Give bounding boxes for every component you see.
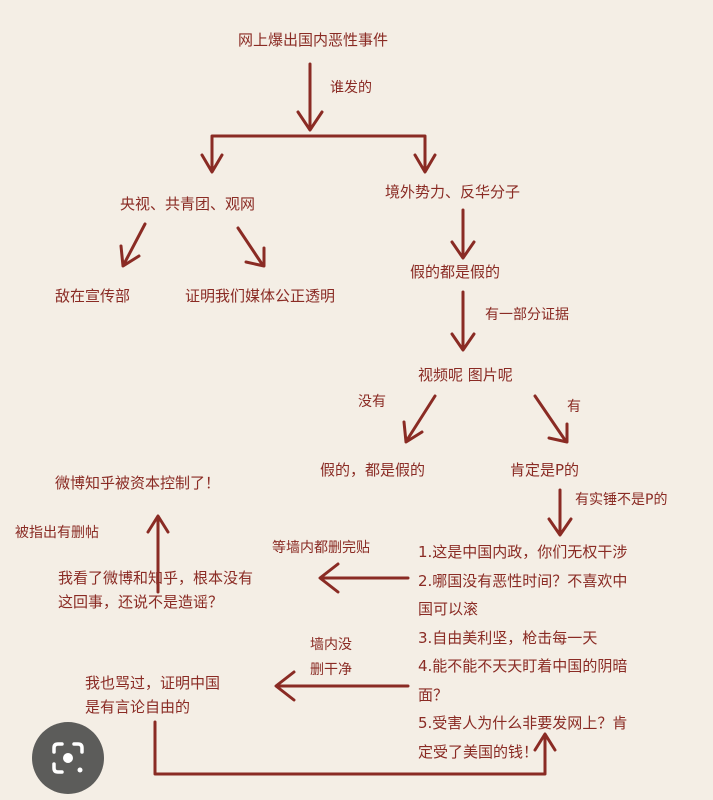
excuses-list: 1.这是中国内政，你们无权干涉 2.哪国没有恶性时间？不喜欢中 国可以滚 3.自… <box>418 538 627 766</box>
excuse-line: 面？ <box>418 685 449 704</box>
arrow-to-free-speech <box>274 670 410 702</box>
arrow-evidence <box>450 290 476 352</box>
label-solid-proof: 有实锤不是P的 <box>575 492 668 508</box>
node-fair-media: 证明我们媒体公正透明 <box>185 287 336 305</box>
arrow-left-b <box>236 226 266 268</box>
node-ask-media: 视频呢 图片呢 <box>418 366 513 384</box>
label-not-clean-1: 墙内没 <box>310 637 352 653</box>
arrow-proof <box>547 488 573 537</box>
node-foreign: 境外势力、反华分子 <box>385 183 521 201</box>
excuse-line: 国可以滚 <box>418 600 479 618</box>
excuse-line: 1.这是中国内政，你们无权干涉 <box>418 543 628 561</box>
title-node: 网上爆出国内恶性事件 <box>238 31 389 49</box>
excuse-line: 5.受害人为什么非要发网上？肯 <box>418 714 628 732</box>
arrow-to-checked <box>318 562 410 594</box>
label-caught-deleting: 被指出有删帖 <box>15 525 99 541</box>
arrow-up-capital <box>146 514 170 594</box>
excuse-line: 4.能不能不天天盯着中国的阴暗 <box>418 657 628 675</box>
lens-search-button[interactable] <box>32 722 104 794</box>
arrow-fake <box>450 208 476 260</box>
excuse-line: 2.哪国没有恶性时间？不喜欢中 <box>418 571 628 590</box>
arrow-yes <box>533 394 569 444</box>
node-checked-2: 这回事，还说不是造谣？ <box>58 593 224 611</box>
arrow-left-a <box>119 222 147 268</box>
node-capital-control: 微博知乎被资本控制了！ <box>55 474 221 492</box>
node-photoshopped: 肯定是P的 <box>510 461 580 479</box>
node-enemy: 敌在宣传部 <box>55 287 131 305</box>
node-state-media: 央视、共青团、观网 <box>120 195 256 213</box>
arrow-no <box>402 394 437 444</box>
label-some-evidence: 有一部分证据 <box>485 307 569 323</box>
lens-icon <box>52 742 84 774</box>
node-checked-1: 我看了微博和知乎，根本没有 <box>58 569 254 587</box>
arrow-split <box>200 134 437 174</box>
node-fake-all: 假的都是假的 <box>410 263 501 281</box>
node-free-speech-1: 我也骂过，证明中国 <box>85 674 221 692</box>
label-who: 谁发的 <box>330 80 372 96</box>
arrow-loop <box>153 720 557 776</box>
node-free-speech-2: 是有言论自由的 <box>85 698 191 716</box>
arrow-title-down <box>296 62 324 132</box>
excuse-line: 3.自由美利坚，枪击每一天 <box>418 628 598 647</box>
node-fake-again: 假的，都是假的 <box>320 461 426 479</box>
label-not-clean-2: 删干净 <box>310 662 352 678</box>
excuse-line: 定受了美国的钱！ <box>418 742 539 761</box>
label-yes: 有 <box>567 399 581 415</box>
label-no: 没有 <box>358 394 386 410</box>
label-wait-delete: 等墙内都删完贴 <box>272 540 370 556</box>
